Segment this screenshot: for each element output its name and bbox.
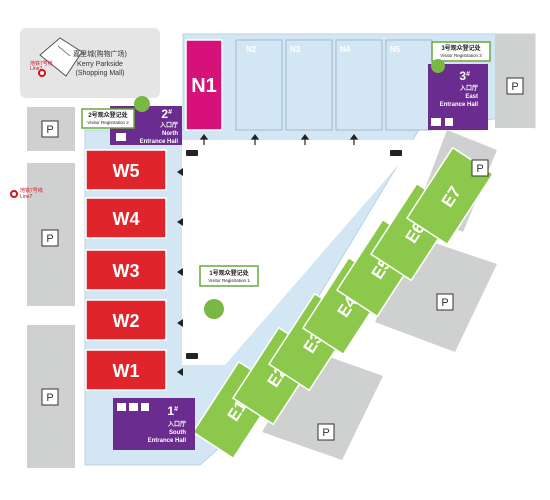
restroom-icon xyxy=(141,403,149,411)
registration-1-en: Visitor Registration 1 xyxy=(208,278,250,283)
parking-label: P xyxy=(476,163,483,175)
hall-w4[interactable] xyxy=(85,197,167,239)
registration-1-cn: 1号观众登记处 xyxy=(209,269,249,277)
visitor-registration-1[interactable]: 1号观众登记处 Visitor Registration 1 xyxy=(199,265,259,287)
registration-1-point xyxy=(204,299,224,319)
svg-text:1#: 1# xyxy=(167,404,178,418)
metro-label-cn: 地铁7号线 xyxy=(30,60,53,67)
svg-text:2#: 2# xyxy=(161,107,172,121)
parking-icon: P xyxy=(471,159,489,177)
south-entrance-hall[interactable]: 1# 入口厅 South Entrance Hall xyxy=(113,398,195,450)
metro-label-en: Line7 xyxy=(20,194,32,200)
metro-marker-west: 地铁7号线 Line7 xyxy=(10,187,43,200)
bus-icon xyxy=(390,150,402,156)
hall-n3[interactable] xyxy=(285,39,333,131)
restroom-icon xyxy=(116,133,126,141)
registration-3-point xyxy=(431,59,445,73)
hall-w3-label: W3 xyxy=(113,261,140,281)
registration-3-cn: 3号观众登记处 xyxy=(441,44,481,52)
restroom-icon xyxy=(117,403,126,411)
west-arrows xyxy=(177,168,183,376)
visitor-registration-2[interactable]: 2号观众登记处 Visitor Registration 2 xyxy=(81,108,135,129)
hall-n4-label: N4 xyxy=(340,45,351,54)
east-entrance-hall[interactable]: 3# 入口厅 East Entrance Hall xyxy=(428,64,488,130)
parking-icon: P xyxy=(41,388,59,406)
hall-n5-label: N5 xyxy=(390,45,401,54)
hall-w5[interactable] xyxy=(85,149,167,191)
parking-label: P xyxy=(441,297,448,309)
east-entrance-number: 3 xyxy=(459,69,466,83)
parking-icon: P xyxy=(506,77,524,95)
parking-label: P xyxy=(46,392,53,404)
east-entrance-mark: # xyxy=(466,71,470,78)
parking-signs: P P P P P P P xyxy=(41,77,524,441)
bus-icon xyxy=(186,150,198,156)
svg-text:3#: 3# xyxy=(459,69,470,83)
hall-n2-label: N2 xyxy=(246,45,257,54)
visitor-registration-3[interactable]: 3号观众登记处 Visitor Registration 3 xyxy=(431,41,491,62)
restaurant-icon xyxy=(445,118,453,126)
kerry-parkside-block: 嘉里城(购物广场) Kerry Parkside (Shopping Mall) xyxy=(20,28,160,98)
hall-n2[interactable] xyxy=(235,39,283,131)
mall-name-cn: 嘉里城(购物广场) xyxy=(73,49,127,58)
registration-3-en: Visitor Registration 3 xyxy=(440,53,482,58)
hall-n4[interactable] xyxy=(335,39,383,131)
north-entrance-cn: 入口厅 xyxy=(159,121,178,129)
parking-icon: P xyxy=(317,423,335,441)
parking-icon: P xyxy=(41,229,59,247)
metro-label-cn: 地铁7号线 xyxy=(20,187,43,194)
metro-label-en: Line7 xyxy=(30,66,42,72)
parking-label: P xyxy=(511,81,518,93)
parking-icon: P xyxy=(436,293,454,311)
hall-w1-label: W1 xyxy=(113,361,140,381)
restroom-icon xyxy=(431,118,441,126)
metro-marker-top: 地铁7号线 Line7 xyxy=(30,60,53,77)
east-entrance-en2: Entrance Hall xyxy=(440,102,479,108)
bus-stops xyxy=(186,150,402,359)
west-halls: W5 W4 W3 W2 W1 xyxy=(85,149,167,391)
north-entrance-mark: # xyxy=(168,109,172,116)
north-arrows xyxy=(199,134,359,145)
east-entrance-cn: 入口厅 xyxy=(459,84,478,92)
mall-name-en-2: (Shopping Mall) xyxy=(75,70,124,77)
registration-2-en: Visitor Registration 2 xyxy=(87,120,129,125)
hall-w1[interactable] xyxy=(85,349,167,391)
hall-w3[interactable] xyxy=(85,249,167,291)
east-entrance-en1: East xyxy=(465,94,478,100)
parking-icon: P xyxy=(41,120,59,138)
south-entrance-en2: Entrance Hall xyxy=(148,438,187,444)
registration-2-point xyxy=(134,96,150,112)
hall-w5-label: W5 xyxy=(113,161,140,181)
hall-n3-label: N3 xyxy=(290,45,301,54)
hall-w2[interactable] xyxy=(85,299,167,341)
south-entrance-cn: 入口厅 xyxy=(167,420,186,428)
hall-w2-label: W2 xyxy=(113,311,140,331)
parking-label: P xyxy=(46,124,53,136)
parking-label: P xyxy=(322,427,329,439)
north-entrance-en2: Entrance Hall xyxy=(140,139,179,145)
north-halls: N1 N2 N3 N4 N5 xyxy=(185,39,433,131)
arrow-left-icon xyxy=(177,218,183,226)
bus-icon xyxy=(186,353,198,359)
parking-label: P xyxy=(46,233,53,245)
hall-n1-label: N1 xyxy=(191,75,217,97)
arrow-left-icon xyxy=(177,319,183,327)
hall-w4-label: W4 xyxy=(113,209,140,229)
restaurant-icon xyxy=(129,403,138,411)
hall-n1[interactable] xyxy=(185,39,223,131)
south-entrance-en1: South xyxy=(169,430,186,436)
registration-2-cn: 2号观众登记处 xyxy=(88,111,128,119)
arrow-left-icon xyxy=(177,368,183,376)
north-entrance-number: 2 xyxy=(161,107,168,121)
south-entrance-mark: # xyxy=(174,406,178,413)
east-halls: E1 E2 E3 E4 E5 E6 E7 xyxy=(191,146,495,460)
arrow-left-icon xyxy=(177,268,183,276)
south-entrance-number: 1 xyxy=(167,404,174,418)
arrow-left-icon xyxy=(177,168,183,176)
hall-n5[interactable] xyxy=(385,39,433,131)
mall-name-en: Kerry Parkside xyxy=(77,61,123,68)
north-entrance-en1: North xyxy=(162,131,178,137)
